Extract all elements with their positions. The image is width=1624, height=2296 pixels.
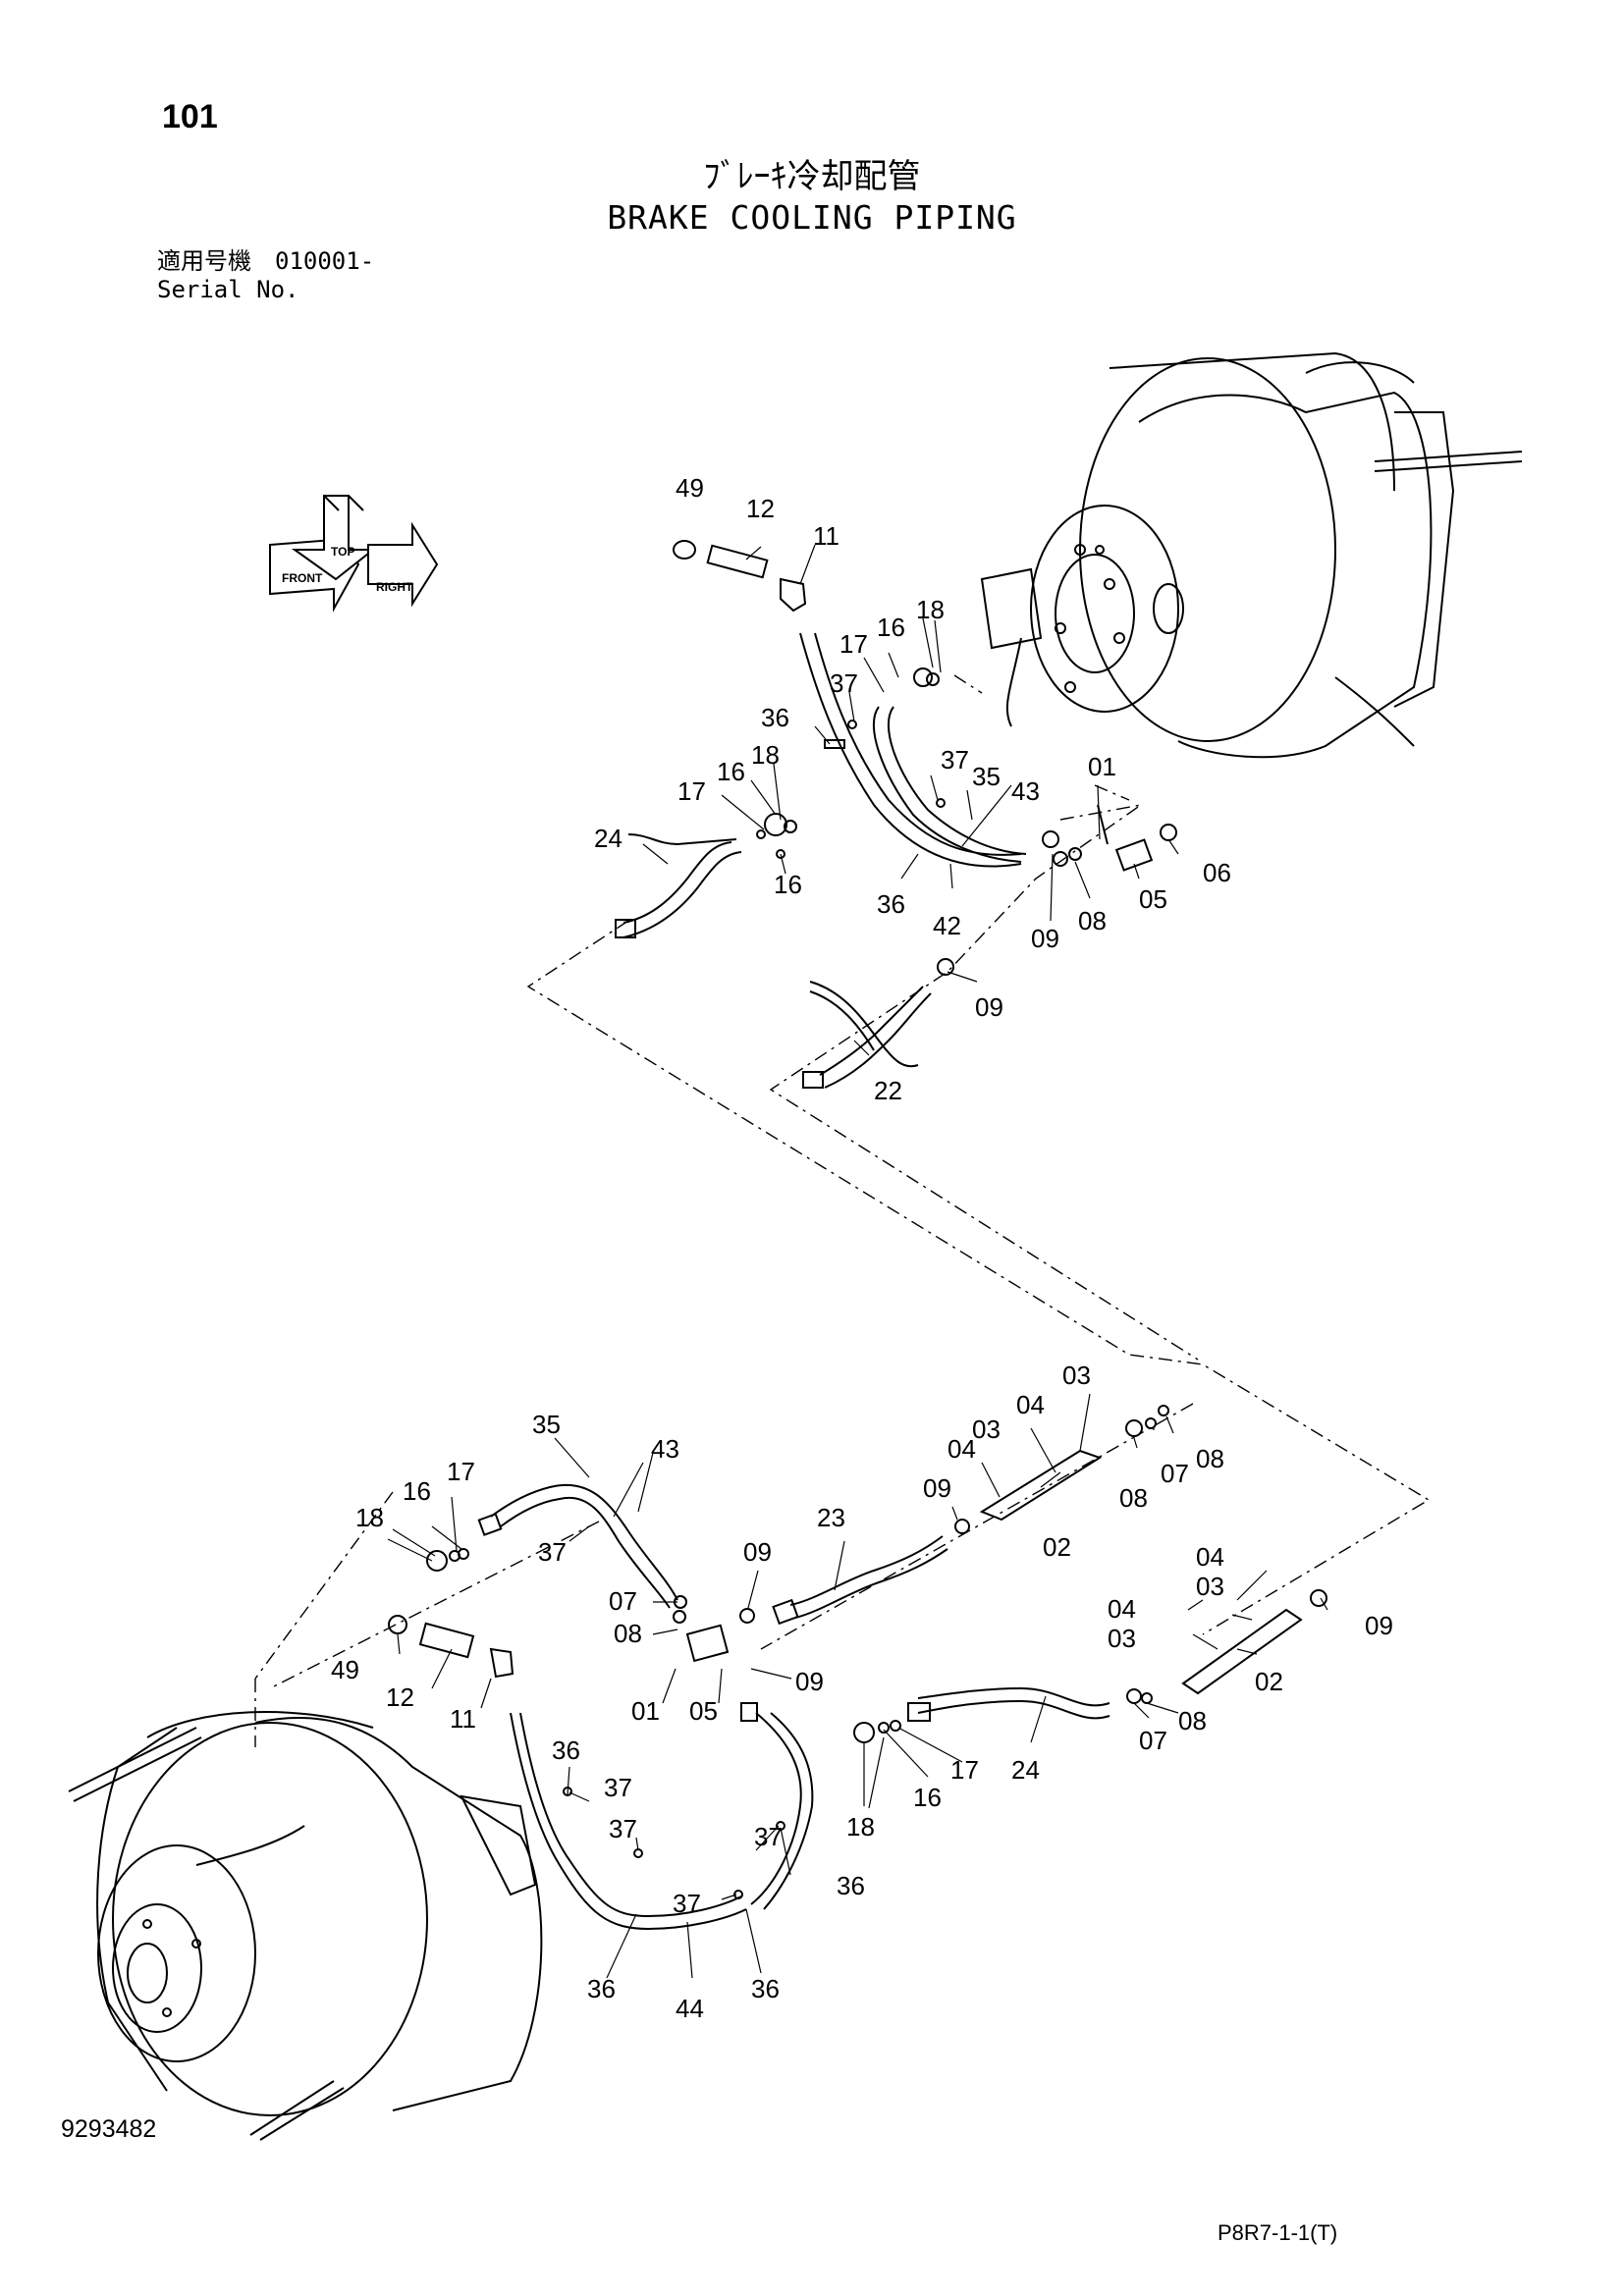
upper-piping xyxy=(615,540,1177,1089)
callout: 36 xyxy=(751,1974,780,2003)
callout: 03 xyxy=(972,1415,1001,1444)
serial-number-block: 適用号機 010001- Serial No. xyxy=(157,247,374,304)
callout: 22 xyxy=(874,1076,902,1105)
callout: 09 xyxy=(1031,924,1059,953)
callout: 43 xyxy=(1011,776,1040,806)
callout: 16 xyxy=(877,613,905,642)
callout: 49 xyxy=(331,1655,359,1684)
callout: 04 xyxy=(1196,1542,1224,1572)
callout: 24 xyxy=(594,824,623,853)
callout: 04 xyxy=(947,1434,976,1464)
orientation-arrow-icon: FRONT TOP RIGHT xyxy=(269,495,439,613)
callout: 37 xyxy=(754,1822,783,1851)
callout: 44 xyxy=(676,1994,704,2023)
arrow-front-label: FRONT xyxy=(282,571,323,585)
callout: 37 xyxy=(673,1889,701,1918)
callout: 11 xyxy=(813,521,839,551)
callout: 36 xyxy=(761,703,789,732)
callout: 17 xyxy=(447,1457,475,1486)
callout: 09 xyxy=(1365,1611,1393,1640)
callout: 16 xyxy=(717,757,745,786)
callout: 37 xyxy=(604,1773,632,1802)
callout: 16 xyxy=(403,1476,431,1506)
callout: 35 xyxy=(532,1410,561,1439)
page-reference: P8R7-1-1(T) xyxy=(1218,2220,1338,2245)
page-number: 101 xyxy=(162,98,218,135)
callout: 06 xyxy=(1203,858,1231,887)
callout: 07 xyxy=(609,1586,637,1616)
title-english: BRAKE COOLING PIPING xyxy=(607,198,1017,237)
serial-label-en: Serial No. xyxy=(157,276,299,303)
callout: 36 xyxy=(552,1735,580,1765)
callout: 04 xyxy=(1016,1390,1045,1419)
upper-brake-housing xyxy=(980,351,1523,759)
title-japanese: ﾌﾞﾚｰｷ冷却配管 xyxy=(703,157,921,196)
callout: 01 xyxy=(631,1696,660,1726)
callout: 03 xyxy=(1196,1572,1224,1601)
callout: 08 xyxy=(1178,1706,1207,1735)
document-number: 9293482 xyxy=(61,2115,157,2143)
callout: 35 xyxy=(972,762,1001,791)
lower-brake-housing xyxy=(68,1710,543,2141)
callout: 36 xyxy=(837,1871,865,1900)
callout: 37 xyxy=(941,745,969,774)
callout: 03 xyxy=(1062,1361,1091,1390)
callout: 23 xyxy=(817,1503,845,1532)
callout: 05 xyxy=(689,1696,718,1726)
callout: 12 xyxy=(746,494,775,523)
callout: 09 xyxy=(923,1473,951,1503)
callout: 09 xyxy=(975,992,1003,1022)
callout: 05 xyxy=(1139,884,1167,914)
callout: 37 xyxy=(609,1814,637,1843)
callout: 17 xyxy=(677,776,706,806)
callout: 43 xyxy=(651,1434,679,1464)
callout: 09 xyxy=(795,1667,824,1696)
callout: 01 xyxy=(1088,752,1116,781)
callout: 24 xyxy=(1011,1755,1040,1785)
arrow-top-label: TOP xyxy=(331,545,354,559)
lower-piping xyxy=(388,1405,1327,1931)
callout: 17 xyxy=(839,629,868,659)
callout: 08 xyxy=(1119,1483,1148,1513)
callout: 09 xyxy=(743,1537,772,1567)
callout: 03 xyxy=(1108,1624,1136,1653)
callout: 11 xyxy=(450,1704,476,1734)
callout: 18 xyxy=(751,740,780,770)
callout: 42 xyxy=(933,911,961,940)
arrow-right-label: RIGHT xyxy=(376,580,413,594)
callout: 18 xyxy=(846,1812,875,1842)
callout: 36 xyxy=(587,1974,616,2003)
callout: 16 xyxy=(774,870,802,899)
callout: 18 xyxy=(355,1503,384,1532)
callout: 17 xyxy=(950,1755,979,1785)
leader-lines xyxy=(387,544,1328,1979)
callout-labels-lower: 35 43 17 16 18 37 49 12 11 07 08 01 05 0… xyxy=(331,1361,1393,2023)
callout: 02 xyxy=(1255,1667,1283,1696)
callout: 02 xyxy=(1043,1532,1071,1562)
callout: 04 xyxy=(1108,1594,1136,1624)
callout: 08 xyxy=(1078,906,1107,935)
reference-lines xyxy=(254,674,1431,1747)
callout: 07 xyxy=(1139,1726,1167,1755)
callout: 08 xyxy=(614,1619,642,1648)
callout: 16 xyxy=(913,1783,942,1812)
callout: 12 xyxy=(386,1682,414,1712)
callout: 37 xyxy=(830,668,858,698)
callout: 07 xyxy=(1161,1459,1189,1488)
callout: 08 xyxy=(1196,1444,1224,1473)
callout: 36 xyxy=(877,889,905,919)
callout: 18 xyxy=(916,595,945,624)
callout-labels-upper: 49 12 11 18 16 17 37 36 18 16 17 24 16 3… xyxy=(594,473,1231,1105)
callout: 49 xyxy=(676,473,704,503)
serial-label-jp: 適用号機 010001- xyxy=(157,247,375,275)
callout: 37 xyxy=(538,1537,567,1567)
